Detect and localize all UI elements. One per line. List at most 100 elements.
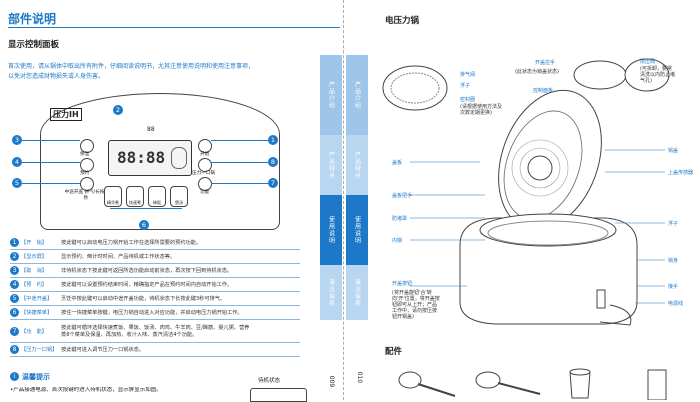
instruction-row: 4【预 约】按此键可以设置预约结束时间，精确指定产品在预约时间内自动开始工作。 [10, 278, 300, 292]
tab-product-intro[interactable]: 产品介绍 [320, 55, 342, 135]
tab-product-features[interactable]: 产品特点 [320, 135, 342, 195]
start-label: 开始 [200, 152, 210, 157]
label-inner-lid: 盖板 [392, 160, 403, 166]
display-digits: 88:88 [117, 148, 166, 167]
soup-ladle-icon [475, 371, 501, 389]
tab-cleaning[interactable]: 清洁保养 [320, 265, 342, 320]
label-anti-block: 防堵罩 [392, 216, 408, 222]
tab-usage-right[interactable]: 使用说明 [346, 195, 368, 265]
pressure-one-pot-button[interactable] [198, 158, 212, 172]
pressure-dial-icon [171, 147, 187, 169]
power-cord [599, 304, 632, 326]
label-upper-sensor: 上盖传感器 [668, 170, 694, 176]
quick-key-3[interactable]: 稀饭 [148, 186, 166, 207]
reservation-button[interactable] [80, 158, 94, 172]
reservation-label: 预约 [80, 171, 90, 176]
cord-plug [596, 289, 606, 309]
instruction-row: 3【取 消】非待机状态下按此键可返回所选功能启动前状态，再次按下回到待机状态。 [10, 264, 300, 278]
callout-7: 7 [268, 178, 278, 188]
small-display: 88 [147, 126, 155, 133]
keep-warm-label: 保温 [80, 152, 90, 157]
callout-1: 1 [268, 135, 278, 145]
label-float-right: 浮子 [668, 221, 679, 227]
section-title: 部件说明 [8, 12, 57, 26]
instruction-row: 7【功 能】 按此键可循环选择快速煮饭、果饭、饭汤、肉鸡、牛羊肉、豆/蹄筋、婴儿… [10, 320, 300, 343]
function-label: 功能 [200, 190, 210, 195]
intro-line-2: 以免对您造成财物损失或人身伤害。 [8, 73, 105, 80]
handle-note: (此状态为锁盖状态) [515, 69, 559, 75]
display-screen: 88:88 [108, 140, 192, 176]
label-open-button: 开盖按钮 [392, 281, 413, 287]
accessories-illustrations [398, 368, 667, 400]
tips-text: •产品接通电源、首次按键时进入待机状态，显示屏显示如图。 [10, 387, 162, 393]
midway-open-label: 中途开盖 拼气/长按3秒 [64, 190, 108, 201]
label-control-panel: 控制面板 [533, 88, 554, 94]
label-seal-ring: 密封圈 [460, 97, 476, 103]
control-panel-illustration [40, 93, 280, 230]
keep-warm-button[interactable] [80, 139, 94, 153]
instruction-row: 1【开 始】按此键可以启动电压力锅开始工作在选择所需要的预约功能。 [10, 236, 300, 250]
leader-line [211, 183, 268, 184]
quick-key-4[interactable]: 煲汤 [170, 186, 188, 207]
label-exhaust-valve: 限压阀 [640, 59, 656, 65]
label-handle: 开盖拉手 [535, 60, 556, 66]
open-button-note: (将开盖旋钮'合'转向'开'位置，将开盖按钮即可从上开；产品工作中，请勿按压按钮… [392, 290, 440, 320]
callout-3: 3 [12, 135, 22, 145]
handle-detail-illustration [573, 60, 627, 90]
quick-key-2[interactable]: 快速煮 [126, 186, 144, 207]
leader-line [22, 183, 80, 184]
leader-line [211, 140, 268, 141]
midway-open-button[interactable] [80, 177, 94, 191]
page-number-right: 010 [356, 371, 364, 384]
label-inner-pot: 内锅 [392, 238, 403, 244]
label-lid-handle: 盖板把手 [392, 193, 413, 199]
measuring-cup-icon [569, 371, 591, 399]
label-outer-pot: 锅身 [668, 258, 679, 264]
label-steam-valve: 排气阀 [460, 72, 476, 78]
intro-line-1: 首次使用，请从锅体中取出所有附件，仔细阅读说明书，尤其注意使用说明和使用注意事项… [8, 63, 255, 70]
instruction-row: 5【中途开盖】烹饪中按此键可以启动中途开盖功能，待机状态下长按此键3秒可排气。 [10, 292, 300, 306]
subsection-title: 显示控制面板 [8, 40, 60, 50]
title-underline [8, 27, 340, 28]
tab-product-features-right[interactable]: 产品特点 [346, 135, 368, 195]
quick-key-1[interactable]: 精华煮 [104, 186, 122, 207]
standby-status-label: 待机状态 [258, 378, 281, 384]
start-button[interactable] [198, 139, 212, 153]
page-fold-line [343, 0, 345, 400]
accessories-title: 配件 [385, 347, 403, 357]
page-number-left: 009 [328, 375, 336, 388]
valve-detail-illustration [624, 58, 670, 92]
label-rim: 接手 [668, 284, 679, 290]
exhaust-valve-note: (可拆卸，要常清洗以内防止堵气孔) [640, 66, 676, 84]
seal-ring-note: (请根据使用方法及次数定期更换) [460, 104, 502, 116]
brand-logo: 压力IH [50, 108, 82, 121]
tips-title: 温馨提示 [22, 373, 50, 381]
leader-line [211, 162, 268, 163]
label-pot-cover: 锅盖 [668, 148, 679, 154]
callout-8: 8 [268, 157, 278, 167]
pressure-one-pot-label: 压力一口锅 [192, 171, 215, 176]
info-icon: i [10, 372, 19, 381]
leader-line [22, 162, 80, 163]
leader-line [22, 140, 80, 141]
inner-pot [487, 220, 609, 246]
function-button[interactable] [198, 177, 212, 191]
callout-5: 5 [12, 178, 22, 188]
tab-cleaning-right[interactable]: 清洁保养 [346, 265, 368, 320]
callout-6: 6 [139, 220, 149, 230]
lid-knob [527, 155, 553, 181]
callout-4: 4 [12, 157, 22, 167]
label-power-cord: 电源线 [668, 301, 684, 307]
right-section-title: 电压力锅 [385, 16, 420, 26]
rice-spoon-icon [398, 371, 422, 389]
instruction-row: 6【快捷菜单】按住一快捷菜单按键，电压力锅自动进入对应功能，并启动电压力锅开始工… [10, 306, 300, 320]
label-float-top: 浮子 [460, 83, 471, 89]
tab-usage[interactable]: 使用说明 [320, 195, 342, 265]
tab-product-intro-right[interactable]: 产品介绍 [346, 55, 368, 135]
cooker-body [459, 217, 638, 325]
quick-key-bracket [110, 208, 182, 209]
manual-icon [647, 369, 667, 400]
callout-2: 2 [113, 105, 123, 115]
instruction-row: 8【压力一口锅】按此键可进入调节压力一口锅状态。 [10, 343, 300, 357]
instruction-row: 2【显示屏】显示预约、倒计时时间、产品待机或工作状态等。 [10, 250, 300, 264]
